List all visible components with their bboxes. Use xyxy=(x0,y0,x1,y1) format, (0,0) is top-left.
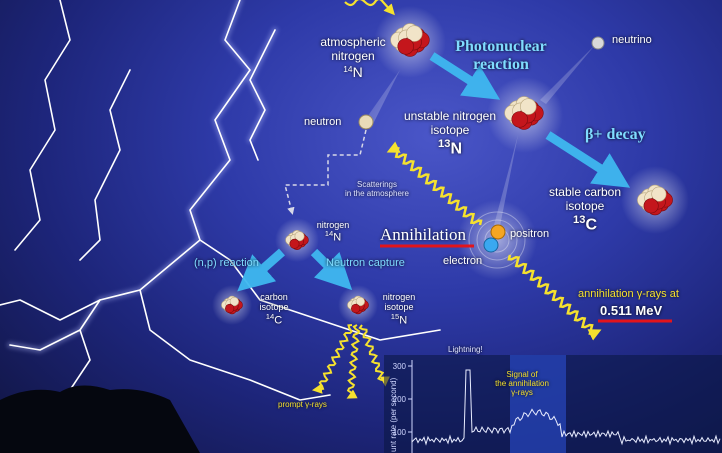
element-symbol: C xyxy=(585,215,597,233)
nitrogen-13-nucleus xyxy=(504,96,544,130)
inset-signal-label: Signal of the annihilation γ-rays xyxy=(484,370,560,398)
inset-lightning-label: Lightning! xyxy=(448,345,483,354)
neutron-particle xyxy=(358,114,374,130)
prompt-gamma-wave xyxy=(311,324,353,394)
annihilation-gamma-label: annihilation γ-rays at xyxy=(578,288,679,300)
prompt-gamma-label: prompt γ-rays xyxy=(278,400,327,409)
element-symbol: N xyxy=(333,232,342,244)
label-line: isotope xyxy=(565,198,605,213)
inset-tick-label: 200 xyxy=(393,395,407,404)
signal-highlight xyxy=(510,355,566,453)
mass-number: 15 xyxy=(390,311,400,321)
label-line: nitrogen xyxy=(382,292,416,302)
label-line: nitrogen xyxy=(316,220,350,230)
carbon-14-label: carbon isotope 14C xyxy=(252,292,296,327)
ground-silhouette xyxy=(0,385,200,453)
unstable-nitrogen-label: unstable nitrogen isotope 13N xyxy=(380,109,520,158)
neutrino-particle xyxy=(591,36,605,50)
neutrino-label: neutrino xyxy=(612,34,652,46)
element-symbol: N xyxy=(352,63,363,80)
stable-carbon-label: stable carbon isotope 13C xyxy=(540,185,630,234)
nitrogen-15-label: nitrogen isotope 15N xyxy=(376,292,422,327)
carbon-14-nucleus xyxy=(221,295,243,315)
label-line: isotope xyxy=(384,302,414,313)
label-line: Scatterings xyxy=(356,180,398,189)
annihilation-rings xyxy=(468,211,526,269)
label-line: reaction xyxy=(473,56,529,74)
beta-decay-label: β+ decay xyxy=(585,126,646,143)
reaction-arrow xyxy=(237,52,631,292)
label-line: isotope xyxy=(259,302,289,313)
label-line: isotope xyxy=(430,122,470,137)
mass-number: 13 xyxy=(572,213,586,226)
gamma-energy-label: 0.511 MeV xyxy=(600,303,663,318)
nitrogen-14-small-nucleus xyxy=(285,229,309,251)
mass-number: 14 xyxy=(324,229,334,239)
scattering-path xyxy=(284,129,367,215)
annihilation-gamma-wave xyxy=(386,141,483,226)
label-line: stable carbon xyxy=(548,185,622,199)
photonuclear-label: Photonuclear reaction xyxy=(446,38,556,75)
label-line: carbon xyxy=(260,292,288,302)
positron-trail xyxy=(494,135,518,226)
label-line: nitrogen xyxy=(331,48,375,63)
np-reaction-label: (n,p) reaction xyxy=(194,257,259,269)
count-rate-inset: 300 200 100 unt rate (per second) xyxy=(384,355,722,453)
nitrogen-14-nucleus xyxy=(390,23,430,57)
annihilation-gamma-wave xyxy=(507,254,602,341)
mass-number: 14 xyxy=(265,311,275,321)
mass-number: 13 xyxy=(437,137,451,150)
mass-number: 14 xyxy=(343,63,353,74)
electron-label: electron xyxy=(443,255,483,267)
nitrogen-14-label: nitrogen 14N xyxy=(310,220,356,245)
neutrino-trail xyxy=(540,45,595,104)
element-symbol: C xyxy=(274,314,283,327)
label-line: Photonuclear xyxy=(455,38,547,55)
atmospheric-nitrogen-label: atmospheric nitrogen 14N xyxy=(304,35,402,80)
label-line: atmospheric xyxy=(320,35,386,49)
annihilation-label: Annihilation xyxy=(380,225,466,244)
element-symbol: N xyxy=(450,139,462,157)
count-rate-trace xyxy=(411,369,721,446)
positron-label: positron xyxy=(510,228,550,240)
positron-particle xyxy=(490,224,506,240)
label-line: unstable nitrogen xyxy=(403,109,497,123)
label-line: the annihilation xyxy=(495,379,549,389)
neutron-trail xyxy=(365,70,400,126)
carbon-13-nucleus xyxy=(637,184,673,216)
inset-tick-label: 300 xyxy=(393,362,407,371)
label-line: Signal of xyxy=(506,370,538,379)
incoming-gamma-wave xyxy=(344,0,395,16)
neutron-label: neutron xyxy=(304,116,342,128)
inset-tick-label: 100 xyxy=(393,428,407,437)
nitrogen-15-nucleus xyxy=(347,295,369,315)
element-symbol: N xyxy=(399,314,408,327)
electron-particle xyxy=(483,237,499,253)
scatterings-label: Scatterings in the atmosphere xyxy=(332,180,422,198)
lightning-bolt xyxy=(0,0,441,421)
neutron-capture-label: Neutron capture xyxy=(326,257,405,269)
prompt-gamma-wave xyxy=(358,324,390,387)
prompt-gamma-wave xyxy=(346,324,361,399)
label-line: in the atmosphere xyxy=(344,189,410,199)
label-line: γ-rays xyxy=(511,388,533,398)
inset-y-label: unt rate (per second) xyxy=(389,377,398,452)
